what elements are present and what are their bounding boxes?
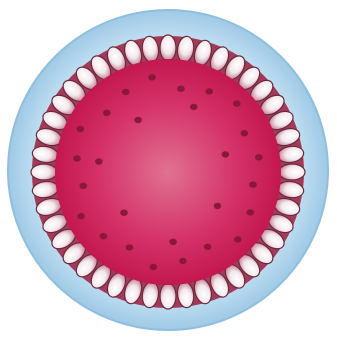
interior-dot bbox=[247, 209, 255, 215]
interior-dot bbox=[100, 233, 108, 239]
bead bbox=[31, 164, 57, 180]
interior-dot bbox=[233, 100, 241, 106]
interior-dot bbox=[234, 236, 242, 242]
interior-dot bbox=[241, 130, 249, 136]
interior-dot bbox=[150, 264, 158, 270]
interior-dot bbox=[179, 258, 187, 264]
interior-dot bbox=[126, 244, 134, 250]
interior-dot bbox=[77, 213, 85, 219]
interior-disc bbox=[55, 59, 281, 285]
interior-dot bbox=[177, 86, 185, 92]
interior-dot bbox=[169, 239, 177, 245]
interior-dot bbox=[103, 110, 111, 116]
bead bbox=[279, 164, 305, 180]
bead bbox=[160, 283, 176, 309]
interior-dot bbox=[120, 210, 128, 216]
interior-dot bbox=[205, 88, 213, 94]
interior-dot bbox=[95, 158, 103, 164]
interior-dot bbox=[222, 151, 230, 157]
bead bbox=[160, 35, 176, 61]
interior-dot bbox=[190, 104, 198, 110]
interior-dot bbox=[204, 244, 212, 250]
interior-dot bbox=[79, 183, 87, 189]
interior-dot bbox=[134, 117, 142, 123]
interior-dot bbox=[255, 154, 263, 160]
interior-dot bbox=[73, 155, 81, 161]
interior-dot bbox=[249, 181, 257, 187]
interior-dot bbox=[148, 74, 156, 80]
interior-dot bbox=[122, 89, 130, 95]
interior-dot bbox=[77, 126, 85, 132]
interior-dot bbox=[214, 203, 222, 209]
